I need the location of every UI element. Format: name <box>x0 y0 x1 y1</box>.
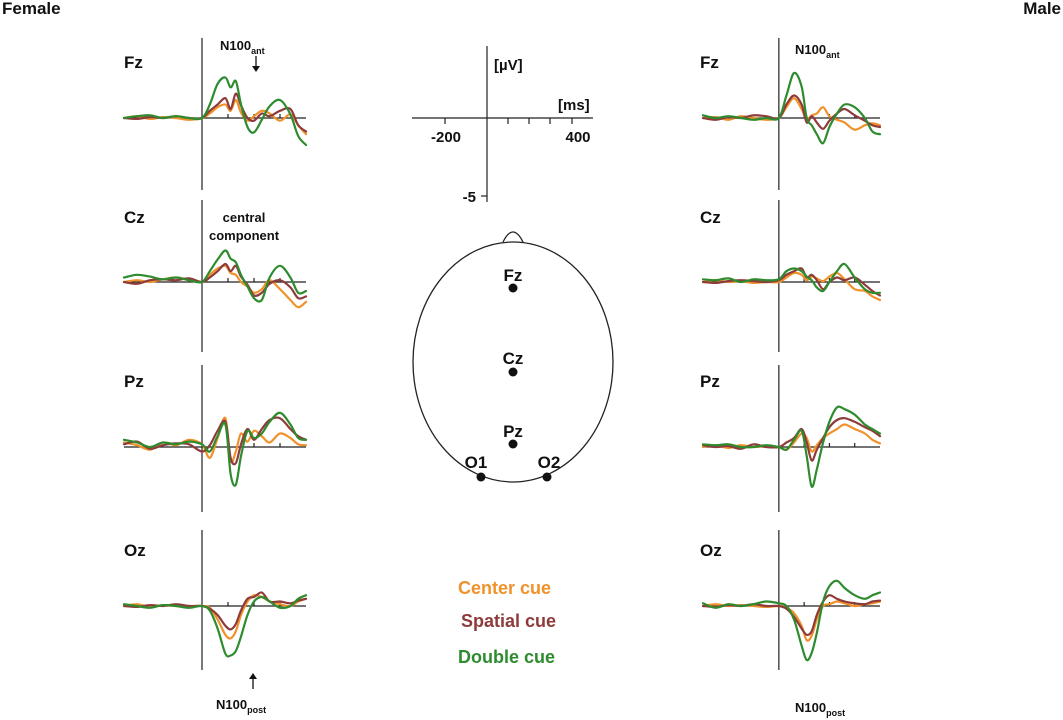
n100-ant-male-sub: ant <box>826 50 840 60</box>
n100-post-male-base: N100 <box>795 700 826 715</box>
trace-double-cue <box>122 411 308 487</box>
panel-male-fz: Fz <box>700 38 882 190</box>
central-line-1: central <box>223 210 266 225</box>
electrode-label-cz: Cz <box>503 349 524 368</box>
annotation-n100-ant-female: N100ant <box>220 38 265 72</box>
n100-post-base: N100 <box>216 697 247 712</box>
arrow-head-up-icon <box>249 673 257 679</box>
scale-y-label: [µV] <box>494 57 523 74</box>
svg-text:N100post: N100post <box>216 697 266 715</box>
annotation-n100-post-female: N100post <box>216 673 266 715</box>
head-outline <box>412 241 614 483</box>
scale-x-label: [ms] <box>558 97 590 114</box>
arrow-head-down-icon <box>252 66 260 72</box>
trace-spatial-cue <box>701 417 882 462</box>
scale-bar: [µV] [ms] -200 400 -5 <box>412 46 593 206</box>
central-line-2: component <box>209 228 280 243</box>
trace-double-cue <box>122 249 308 303</box>
svg-text:N100ant: N100ant <box>795 42 840 60</box>
electrode-cz <box>508 367 518 377</box>
legend: Center cue Spatial cue Double cue <box>458 578 556 667</box>
legend-spatial-cue: Spatial cue <box>461 611 556 631</box>
electrode-fz <box>508 283 518 293</box>
n100-ant-base: N100 <box>220 38 251 53</box>
trace-double-cue <box>701 262 882 295</box>
electrode-label-pz: Pz <box>503 422 523 441</box>
trace-center-cue <box>122 264 308 309</box>
panel-label: Fz <box>124 53 143 72</box>
legend-center-cue: Center cue <box>458 578 551 598</box>
heading-female: Female <box>2 0 61 18</box>
scale-tick-label-neg5: -5 <box>463 189 476 206</box>
scale-tick-label-neg200: -200 <box>431 129 461 146</box>
annotation-n100-post-male: N100post <box>795 700 845 718</box>
trace-center-cue <box>701 600 882 642</box>
nose-icon <box>502 231 524 243</box>
electrode-label-o1: O1 <box>465 453 488 472</box>
heading-male: Male <box>1023 0 1061 18</box>
trace-double-cue <box>701 579 882 662</box>
legend-double-cue: Double cue <box>458 647 555 667</box>
n100-post-male-sub: post <box>826 708 845 718</box>
trace-double-cue <box>122 76 308 147</box>
panel-label: Cz <box>700 208 721 227</box>
n100-post-sub: post <box>247 705 266 715</box>
trace-double-cue <box>122 594 308 658</box>
panel-male-oz: Oz <box>700 530 882 670</box>
panel-male-cz: Cz <box>700 200 882 352</box>
panel-label: Pz <box>124 372 144 391</box>
annotation-central-component: central component <box>209 210 280 243</box>
panel-male-pz: Pz <box>700 365 882 512</box>
electrode-o1 <box>476 472 486 482</box>
panel-label: Oz <box>124 541 146 560</box>
trace-double-cue <box>701 71 882 145</box>
panel-label: Fz <box>700 53 719 72</box>
panel-label: Oz <box>700 541 722 560</box>
electrode-o2 <box>542 472 552 482</box>
panel-female-pz: Pz <box>122 365 308 512</box>
electrode-label-fz: Fz <box>504 266 523 285</box>
svg-text:N100ant: N100ant <box>220 38 265 56</box>
trace-spatial-cue <box>701 94 882 130</box>
n100-ant-male-base: N100 <box>795 42 826 57</box>
electrode-pz <box>508 439 518 449</box>
panel-female-fz: Fz <box>122 38 308 190</box>
panel-female-cz: Cz <box>122 200 308 352</box>
svg-text:N100post: N100post <box>795 700 845 718</box>
n100-ant-sub: ant <box>251 46 265 56</box>
panel-label: Cz <box>124 208 145 227</box>
trace-double-cue <box>701 405 882 488</box>
trace-spatial-cue <box>122 416 308 466</box>
scale-tick-label-400: 400 <box>565 129 590 146</box>
electrode-label-o2: O2 <box>538 453 561 472</box>
panel-female-oz: Oz <box>122 530 308 670</box>
head-diagram: Fz Cz Pz O1 O2 <box>412 231 614 483</box>
panel-label: Pz <box>700 372 720 391</box>
trace-center-cue <box>701 423 882 453</box>
annotation-n100-ant-male: N100ant <box>795 42 840 60</box>
